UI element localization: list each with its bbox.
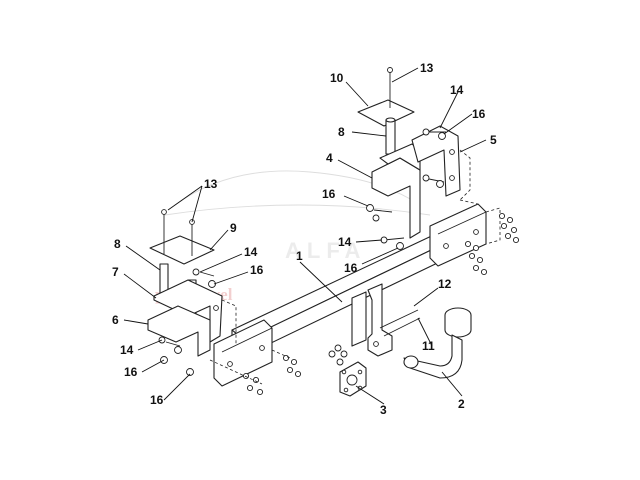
callout-14-bottom: 14 <box>120 343 134 357</box>
callout-5: 5 <box>490 133 497 147</box>
right-nuts <box>464 212 520 276</box>
tow-ball <box>403 307 472 379</box>
callout-4: 4 <box>326 151 333 165</box>
callout-7: 7 <box>112 265 119 279</box>
callout-13-left: 13 <box>204 177 218 191</box>
callout-16-bottom2: 16 <box>150 393 164 407</box>
callout-8-left: 8 <box>114 237 121 251</box>
callout-16-bottom: 16 <box>124 365 138 379</box>
socket-plate <box>339 361 367 397</box>
left-bracket-assembly <box>147 209 237 376</box>
leader-lines <box>123 67 487 405</box>
callout-labels: 13 10 14 16 8 5 4 16 14 16 13 9 8 14 16 … <box>112 61 497 417</box>
callout-16-left: 16 <box>250 263 264 277</box>
left-nuts <box>209 349 302 396</box>
callout-13-top: 13 <box>420 61 434 75</box>
callout-3: 3 <box>380 403 387 417</box>
callout-12: 12 <box>438 277 452 291</box>
watermark-brand: ALFA <box>285 238 366 263</box>
center-bolts <box>328 309 421 366</box>
center-bracket <box>351 283 393 357</box>
callout-14-top: 14 <box>450 83 464 97</box>
callout-16-mid2: 16 <box>344 261 358 275</box>
callout-11: 11 <box>422 339 435 353</box>
callout-10: 10 <box>330 71 344 85</box>
callout-1: 1 <box>296 249 303 263</box>
callout-16-top: 16 <box>472 107 486 121</box>
callout-9: 9 <box>230 221 237 235</box>
right-bracket-assembly <box>357 67 479 250</box>
callout-2: 2 <box>458 397 465 411</box>
callout-16-mid: 16 <box>322 187 336 201</box>
callout-6: 6 <box>112 313 119 327</box>
callout-14-left: 14 <box>244 245 258 259</box>
callout-14-mid: 14 <box>338 235 352 249</box>
callout-8-top: 8 <box>338 125 345 139</box>
